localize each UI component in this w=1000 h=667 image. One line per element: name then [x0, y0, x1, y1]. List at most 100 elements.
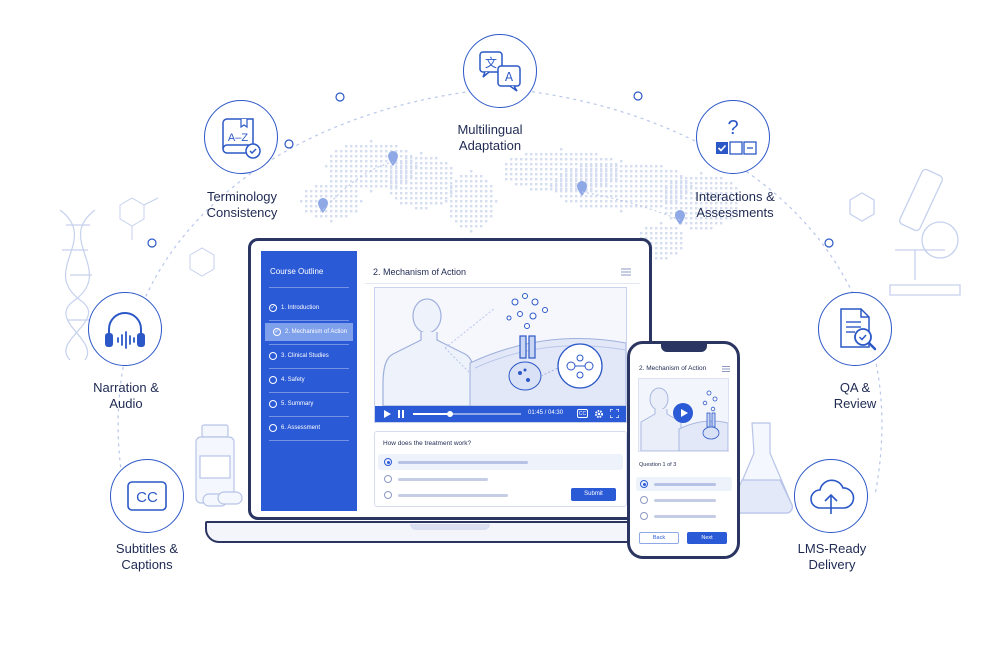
play-icon	[681, 409, 688, 417]
play-icon[interactable]	[383, 410, 391, 418]
radio-button[interactable]	[384, 458, 392, 466]
check-circle-icon: ✓	[269, 304, 277, 312]
radio-button[interactable]	[640, 496, 648, 504]
pause-icon[interactable]	[397, 410, 405, 418]
sidebar-title: Course Outline	[270, 267, 324, 276]
sidebar-item[interactable]: 5. Summary	[261, 395, 357, 413]
submit-button[interactable]: Submit	[571, 488, 616, 501]
glossary-book-text: A–Z	[228, 132, 248, 144]
phone-mechanism-illustration	[640, 387, 728, 451]
glossary-book-icon: A–Z	[222, 118, 261, 159]
video-progress-track[interactable]	[413, 411, 521, 417]
dna-helix-illustration	[59, 209, 96, 361]
lms-feature-icon-circle	[794, 459, 868, 533]
quiz-icon: ?	[716, 117, 757, 155]
location-pin-icon	[317, 151, 685, 225]
sidebar-item-label: 2. Mechanism of Action	[285, 329, 348, 335]
closed-captions-icon: CC	[127, 481, 167, 511]
terminology-feature-icon-circle: A–Z	[204, 100, 278, 174]
phone-quiz-option[interactable]	[636, 493, 732, 507]
headphones-icon	[105, 312, 145, 349]
narration-label: Narration &Audio	[93, 380, 159, 411]
phone-video-player[interactable]	[638, 378, 729, 452]
video-progress-fill	[413, 413, 450, 415]
phone-question-count: Question 1 of 3	[639, 462, 677, 468]
phone-quiz-option[interactable]	[636, 509, 732, 523]
radio-button[interactable]	[640, 480, 648, 488]
quiz-option[interactable]	[378, 471, 623, 487]
mechanism-illustration	[382, 293, 626, 407]
radio-button[interactable]	[384, 475, 392, 483]
flask-illustration	[731, 422, 793, 514]
circle-icon	[269, 424, 277, 432]
menu-icon[interactable]	[621, 268, 631, 276]
sidebar-item-label: 6. Assessment	[281, 425, 321, 431]
sidebar-item-label: 3. Clinical Studies	[281, 353, 329, 359]
quiz-option[interactable]	[378, 487, 623, 503]
radio-button[interactable]	[640, 512, 648, 520]
qa-feature-icon-circle	[818, 292, 892, 366]
laptop-screen: Course Outline ✓ 1. Introduction ✓ 2. Mecha…	[248, 238, 652, 520]
video-time: 01:45 / 04:30	[528, 410, 564, 416]
phone-menu-icon[interactable]	[722, 366, 730, 372]
sidebar-divider	[269, 440, 349, 441]
sidebar-item[interactable]: 3. Clinical Studies	[261, 347, 357, 365]
quiz-card: How does the treatment work? Submit	[374, 431, 627, 507]
course-outline-sidebar: Course Outline ✓ 1. Introduction ✓ 2. Mecha…	[261, 251, 357, 511]
sidebar-divider	[269, 416, 349, 417]
translate-icon: 文 A	[479, 51, 521, 92]
back-button[interactable]: Back	[639, 532, 679, 544]
interactions-label: Interactions &Assessments	[695, 189, 775, 220]
sidebar-item[interactable]: 6. Assessment	[261, 419, 357, 437]
sidebar-divider	[269, 320, 349, 321]
mobile-phone: 2. Mechanism of Action Question 1 of 3 B…	[627, 341, 740, 559]
subtitles-feature-icon-circle: CC	[110, 459, 184, 533]
quiz-option[interactable]	[378, 454, 623, 470]
cloud-upload-icon	[810, 479, 855, 514]
check-circle-icon: ✓	[273, 328, 281, 336]
arc-node-dots	[147, 91, 834, 248]
sidebar-item-label: 1. Introduction	[281, 305, 320, 311]
sidebar-item-label: 5. Summary	[281, 401, 314, 407]
phone-lesson-title: 2. Mechanism of Action	[639, 365, 707, 372]
sidebar-item[interactable]: ✓ 2. Mechanism of Action	[265, 323, 353, 341]
world-map-dots	[300, 140, 738, 260]
molecule-illustration	[119, 197, 215, 277]
circle-icon	[269, 352, 277, 360]
sidebar-item[interactable]: 4. Safety	[261, 371, 357, 389]
cc-text: CC	[136, 489, 158, 506]
interactions-feature-icon-circle: ?	[696, 100, 770, 174]
narration-feature-icon-circle	[88, 292, 162, 366]
qa-label: QA &Review	[833, 380, 877, 411]
subtitles-label: Subtitles &Captions	[115, 541, 179, 572]
translate-glyph-left: 文	[485, 55, 497, 70]
phone-play-button[interactable]	[673, 403, 693, 423]
fullscreen-icon[interactable]	[610, 409, 619, 418]
document-search-icon	[840, 308, 877, 351]
video-controls: 01:45 / 04:30 CC	[375, 406, 626, 422]
video-progress-handle[interactable]	[446, 411, 453, 417]
sidebar-item[interactable]: ✓ 1. Introduction	[261, 299, 357, 317]
radio-button[interactable]	[384, 491, 392, 499]
laptop-trackpad-notch	[410, 524, 490, 530]
quiz-question-mark: ?	[727, 117, 738, 139]
settings-gear-icon[interactable]	[594, 409, 604, 419]
cc-button[interactable]: CC	[577, 409, 588, 418]
lesson-title: 2. Mechanism of Action	[373, 267, 467, 277]
sidebar-divider	[269, 368, 349, 369]
quiz-question: How does the treatment work?	[383, 440, 472, 447]
multilingual-feature-icon-circle: 文 A	[463, 34, 537, 108]
circle-icon	[269, 376, 277, 384]
sidebar-divider	[269, 344, 349, 345]
next-button[interactable]: Next	[687, 532, 727, 544]
sidebar-item-label: 4. Safety	[281, 377, 305, 383]
microscope-illustration	[849, 168, 961, 296]
phone-quiz-option[interactable]	[636, 477, 732, 491]
video-player[interactable]: 01:45 / 04:30 CC	[374, 287, 627, 423]
translate-glyph-right: A	[505, 70, 514, 84]
medicine-bottle-illustration	[195, 424, 243, 507]
